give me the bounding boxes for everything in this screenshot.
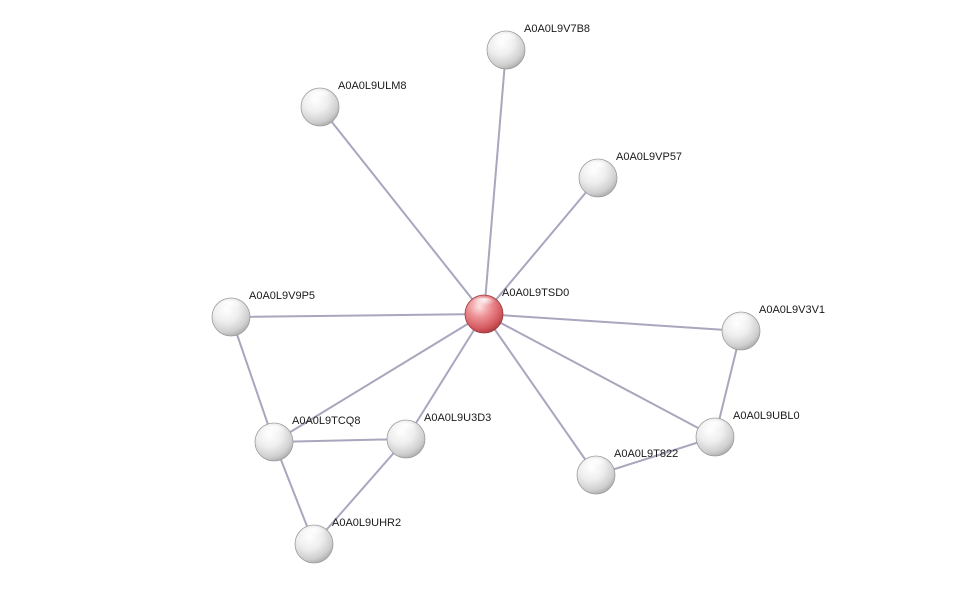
node-label: A0A0L9UHR2 [332, 517, 401, 529]
node-highlight [394, 422, 418, 435]
edge-a0a0l9tsd0-a0a0l9v7b8 [483, 49, 507, 315]
edge-a0a0l9tsd0-a0a0l9tcq8 [273, 313, 485, 443]
node-label: A0A0L9V7B8 [524, 23, 590, 35]
node-label: A0A0L9VP57 [616, 151, 682, 163]
edge-a0a0l9tsd0-a0a0l9t822 [483, 313, 597, 476]
node-highlight [586, 161, 610, 174]
node-a0a0l9uhr2[interactable]: A0A0L9UHR2 [294, 517, 401, 564]
node-a0a0l9v3v1[interactable]: A0A0L9V3V1 [721, 304, 825, 351]
edge-a0a0l9ubl0-a0a0l9t822 [595, 436, 716, 476]
edge-a0a0l9tsd0-a0a0l9v3v1 [483, 313, 742, 332]
edge-a0a0l9tsd0-a0a0l9v9p5 [230, 313, 485, 318]
node-a0a0l9t822[interactable]: A0A0L9T822 [576, 448, 678, 495]
node-a0a0l9u3d3[interactable]: A0A0L9U3D3 [386, 412, 491, 459]
node-label: A0A0L9TCQ8 [292, 415, 360, 427]
node-highlight [262, 425, 286, 438]
node-a0a0l9tcq8[interactable]: A0A0L9TCQ8 [254, 415, 360, 462]
edge-a0a0l9tsd0-a0a0l9vp57 [483, 177, 599, 315]
node-highlight [219, 300, 243, 313]
node-label: A0A0L9UBL0 [733, 410, 800, 422]
node-highlight [308, 90, 332, 103]
node-highlight [584, 458, 608, 471]
node-label: A0A0L9ULM8 [338, 80, 407, 92]
node-highlight [703, 420, 727, 433]
node-a0a0l9ubl0[interactable]: A0A0L9UBL0 [695, 410, 800, 457]
node-label: A0A0L9V9P5 [249, 290, 315, 302]
node-highlight [302, 527, 326, 540]
node-a0a0l9tsd0[interactable]: A0A0L9TSD0 [464, 287, 569, 334]
nodes-layer: A0A0L9TSD0 A0A0L9V7B8A0A0L9ULM8A0A0L9VP57… [211, 23, 825, 564]
node-label: A0A0L9TSD0 [502, 287, 569, 299]
edge-a0a0l9tcq8-a0a0l9u3d3 [273, 438, 407, 443]
edge-a0a0l9u3d3-a0a0l9uhr2 [313, 438, 407, 545]
node-a0a0l9ulm8[interactable]: A0A0L9ULM8 [300, 80, 407, 127]
node-label: A0A0L9T822 [614, 448, 678, 460]
edge-a0a0l9tsd0-a0a0l9ubl0 [483, 313, 716, 438]
edge-a0a0l9tsd0-a0a0l9u3d3 [405, 313, 485, 440]
node-a0a0l9v7b8[interactable]: A0A0L9V7B8 [486, 23, 590, 70]
node-highlight [729, 314, 753, 327]
node-highlight [472, 297, 496, 310]
node-label: A0A0L9U3D3 [424, 412, 491, 424]
node-label: A0A0L9V3V1 [759, 304, 825, 316]
node-a0a0l9vp57[interactable]: A0A0L9VP57 [578, 151, 682, 198]
node-highlight [494, 33, 518, 46]
node-a0a0l9v9p5[interactable]: A0A0L9V9P5 [211, 290, 315, 337]
edge-a0a0l9tsd0-a0a0l9ulm8 [319, 106, 485, 315]
edge-a0a0l9v9p5-a0a0l9tcq8 [230, 316, 275, 443]
